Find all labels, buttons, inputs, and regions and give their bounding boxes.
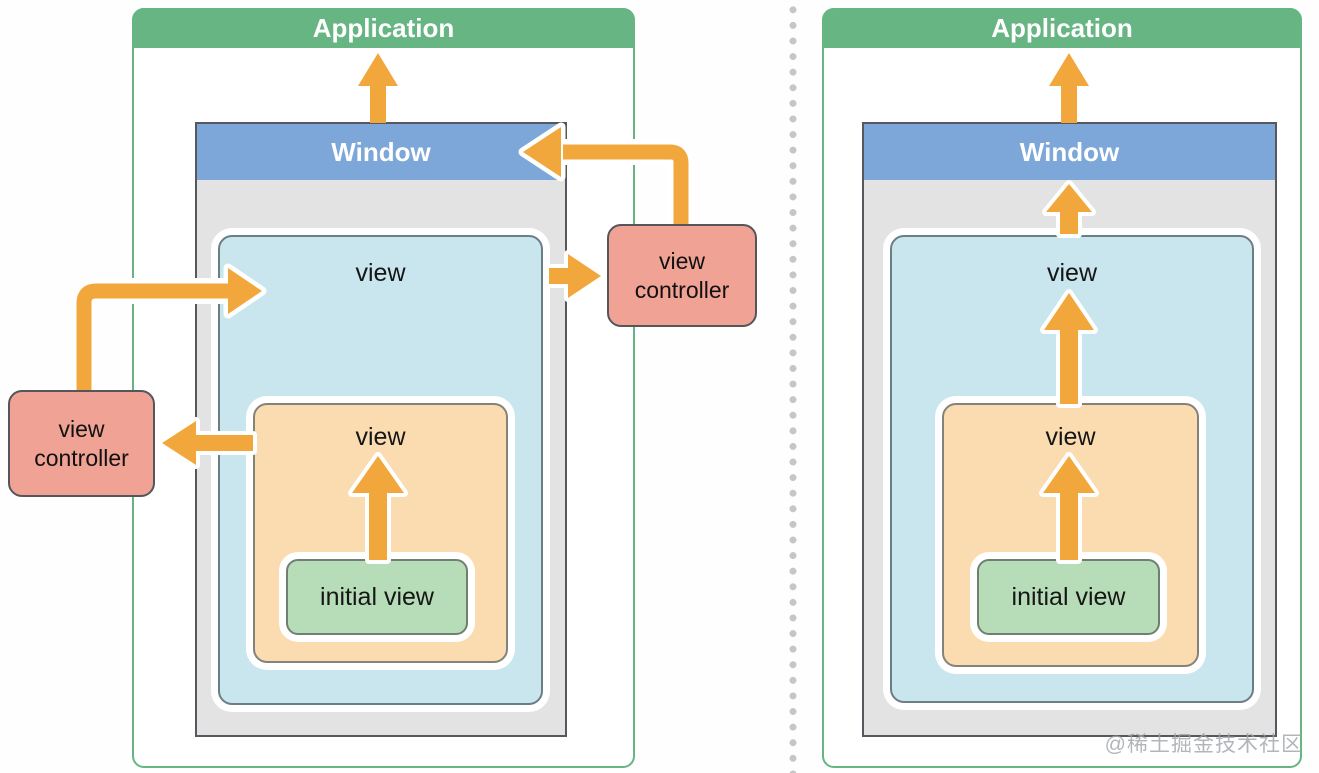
- application-header-left: Application: [132, 8, 635, 48]
- view-label-right: view: [1046, 259, 1097, 287]
- watermark-text: @稀土掘金技术社区: [1104, 733, 1303, 756]
- application-label-right: Application: [991, 12, 1133, 43]
- initial-view-box-left: initial view: [286, 559, 468, 635]
- inner-view-label-left: view: [355, 423, 406, 451]
- inner-view-label-right: view: [1045, 423, 1096, 451]
- view-label-left: view: [355, 259, 406, 287]
- application-label-left: Application: [312, 12, 455, 43]
- initial-view-label-right: initial view: [1011, 582, 1126, 611]
- left-view-controller-label: view controller: [34, 415, 129, 471]
- window-label-left: Window: [331, 136, 431, 167]
- dotted-divider: [788, 2, 798, 773]
- application-header-right: Application: [822, 8, 1302, 48]
- right-view-controller-label: view controller: [634, 247, 730, 303]
- window-header-right: Window: [864, 124, 1275, 180]
- initial-view-label-left: initial view: [320, 582, 434, 611]
- right-view-controller-box: view controller: [607, 224, 757, 327]
- window-header-left: Window: [197, 124, 565, 180]
- left-view-controller-box: view controller: [8, 390, 155, 497]
- window-label-right: Window: [1019, 136, 1120, 167]
- initial-view-box-right: initial view: [977, 559, 1160, 635]
